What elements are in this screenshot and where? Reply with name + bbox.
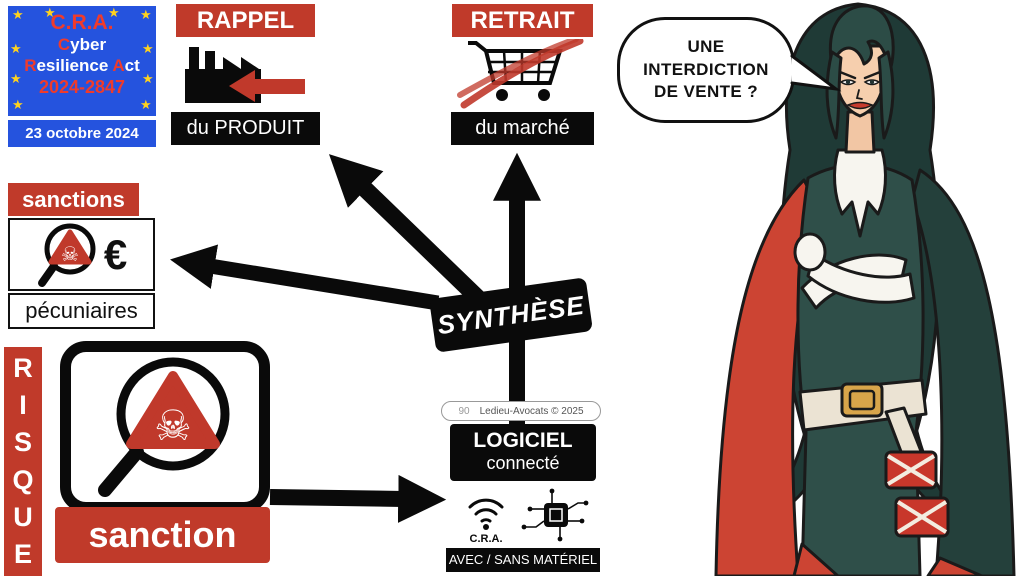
character-red-hem: [926, 556, 984, 576]
logiciel-subtitle: connecté: [486, 453, 560, 474]
red-strike-icon: [460, 39, 584, 109]
risk-magnifier-box: ☠: [60, 341, 270, 513]
risque-letter: I: [19, 390, 27, 421]
rappel-subtitle: du PRODUIT: [171, 112, 320, 145]
logiciel-title-box: LOGICIEL connecté: [450, 424, 596, 481]
eu-star-icon: ★: [12, 7, 24, 22]
eu-star-icon: ★: [140, 97, 152, 112]
risque-letter: R: [13, 353, 33, 384]
character-belt-buckle: [840, 382, 884, 418]
logiciel-icon-box: C.R.A.: [456, 481, 590, 547]
character-eyebrow: [838, 70, 857, 80]
sanctions-header: sanctions: [8, 183, 139, 216]
crossed-cart-icon: [457, 39, 584, 109]
character-pupil: [845, 79, 851, 85]
wifi-icon: [468, 498, 504, 523]
character-bangs: [829, 4, 895, 72]
cra-acronym: C.R.A.: [50, 11, 114, 34]
eu-star-icon: ★: [142, 71, 154, 86]
retrait-header: RETRAIT: [452, 4, 593, 37]
skull-crossbones-icon: ☠: [61, 244, 79, 266]
risque-letter: S: [13, 427, 32, 458]
character-red-hem: [792, 542, 840, 576]
synthese-box: SYNTHÈSE: [429, 277, 593, 353]
credit-text: Ledieu-Avocats © 2025: [479, 405, 584, 417]
character-cape-dark: [910, 168, 1016, 576]
cra-letter-rest: yber: [70, 35, 107, 55]
character-lips: [846, 101, 874, 110]
cra-letter: A: [112, 55, 125, 75]
cra-name-line1: Cyber: [8, 35, 156, 55]
character-side-lock: [825, 50, 843, 140]
rappel-header: RAPPEL: [176, 4, 315, 37]
eu-star-icon: ★: [10, 71, 22, 86]
connected-software-icon: C.R.A.: [468, 488, 589, 545]
character-glove-fist: [793, 232, 827, 272]
pouch-strap-x: [896, 500, 948, 534]
speech-bubble: UNE INTERDICTION DE VENTE ?: [617, 17, 795, 123]
eu-star-icon: ★: [12, 97, 24, 112]
risque-letter: E: [13, 538, 32, 569]
eu-star-icon: ★: [142, 41, 154, 56]
character-eyebrow: [863, 70, 882, 80]
character-glove-forearm: [806, 252, 916, 304]
sanction-label: sanction: [55, 507, 270, 563]
arrow-sanction-to-logiciel: [269, 474, 447, 523]
eu-star-icon: ★: [44, 5, 56, 20]
cra-letter: C: [57, 35, 71, 55]
recall-arrow-icon: [229, 70, 305, 102]
character-collar: [833, 148, 887, 238]
character-nose: [855, 89, 863, 100]
magnifier-skull-large-icon: ☠: [98, 357, 230, 497]
arrow-synthese-to-rappel: [328, 154, 486, 307]
character-pupil: [869, 79, 875, 85]
character-side-lock: [877, 50, 895, 140]
comic-character-illustration: [714, 2, 1016, 576]
risque-vertical-label: R I S Q U E: [4, 347, 42, 576]
cra-letter: R: [24, 55, 37, 75]
credit-pill: 90 Ledieu-Avocats © 2025: [441, 401, 601, 421]
logiciel-footer: AVEC / SANS MATÉRIEL: [446, 548, 600, 572]
retrait-icon-box: [456, 39, 589, 110]
logiciel-title: LOGICIEL: [473, 429, 573, 452]
cra-eu-badge: ★ ★ ★ ★ ★ ★ ★ ★ ★ ★ C.R.A. Cyber Resilie…: [8, 6, 156, 116]
eu-star-icon: ★: [10, 41, 22, 56]
risque-letter: Q: [12, 464, 34, 495]
speech-bubble-tail: [790, 55, 842, 92]
sanctions-subtitle: pécuniaires: [8, 293, 155, 329]
speech-line: INTERDICTION: [643, 59, 769, 79]
cra-letter-rest: esilience: [36, 55, 113, 75]
arrow-synthese-to-sanctions: [170, 244, 440, 311]
euro-symbol: €: [103, 230, 128, 278]
chip-circuit-icon: [521, 488, 589, 542]
speech-line: DE VENTE ?: [653, 82, 759, 102]
cra-letter-rest: ct: [124, 55, 140, 75]
rappel-icon-box: [179, 39, 312, 110]
character-buckle-inner: [848, 389, 876, 411]
risque-letter: U: [13, 501, 33, 532]
character-neck: [844, 110, 876, 154]
sanctions-icon-box: ☠ €: [8, 218, 155, 291]
cra-name-line2: Resilience Act: [8, 56, 156, 76]
skull-crossbones-icon: ☠: [154, 402, 192, 449]
cra-date-banner: 23 octobre 2024: [8, 120, 156, 147]
speech-line: UNE: [687, 36, 725, 56]
eu-star-icon: ★: [108, 5, 120, 20]
eu-star-icon: ★: [140, 7, 152, 22]
pouch-strap-x: [886, 454, 936, 486]
factory-recall-icon: [185, 47, 305, 103]
retrait-subtitle: du marché: [451, 112, 594, 145]
magnifier-skull-icon: ☠: [37, 223, 96, 287]
page-number: 90: [458, 405, 470, 417]
cra-regulation-number: 2024-2847: [38, 76, 126, 97]
cra-chip-label: C.R.A.: [470, 533, 503, 545]
red-strike-icon: [457, 39, 579, 98]
